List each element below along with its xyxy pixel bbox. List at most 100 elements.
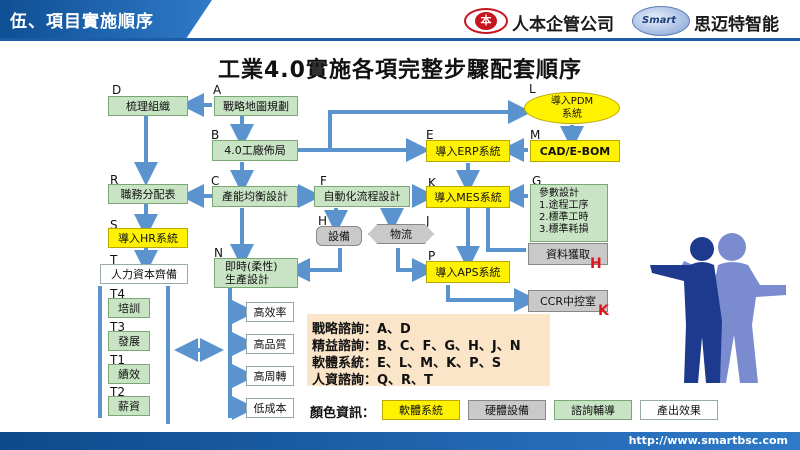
tag-b: B [211, 128, 220, 142]
footer-bar: http://www.smartbsc.com [0, 432, 800, 450]
node-strategy-map[interactable]: 戰略地圖規劃 [214, 96, 298, 116]
tag-k: K [428, 176, 436, 190]
node-pdm[interactable]: 導入PDM 系統 [524, 92, 620, 124]
color-key-hardware-label: 硬體設備 [485, 403, 529, 417]
color-key-output: 產出效果 [640, 400, 718, 420]
smart-logo: Smart [632, 6, 690, 36]
tag-a: A [213, 83, 222, 97]
legend-panel [307, 314, 550, 386]
node-equipment[interactable]: 設備 [316, 226, 362, 246]
node-training[interactable]: 培訓 [108, 298, 150, 318]
node-performance[interactable]: 績效 [108, 364, 150, 384]
node-ccr-control[interactable]: CCR中控室 [528, 290, 608, 312]
node-salary[interactable]: 薪資 [108, 396, 150, 416]
color-key-consulting: 諮詢輔導 [554, 400, 632, 420]
node-capacity-balance-label: 產能均衡設計 [222, 190, 288, 203]
tag-h: H [318, 214, 328, 228]
node-factory-layout-label: 4.0工廠佈局 [224, 144, 286, 157]
node-cad-ebom[interactable]: CAD/E-BOM [530, 140, 620, 162]
color-key-consulting-label: 諮詢輔導 [571, 403, 615, 417]
outcome-low-cost-label: 低成本 [253, 401, 287, 415]
node-erp[interactable]: 導入ERP系統 [426, 140, 510, 162]
tag-t4: T4 [110, 287, 125, 301]
tag-n: N [214, 246, 223, 260]
tag-ccr-k: K [598, 303, 609, 319]
tag-t3: T3 [110, 320, 125, 334]
tag-s: S [110, 218, 118, 232]
node-salary-label: 薪資 [118, 399, 140, 413]
node-human-capital-label: 人力資本齊備 [111, 267, 177, 281]
node-automation-flow[interactable]: 自動化流程設計 [314, 186, 410, 207]
node-logistics[interactable]: 物流 [368, 224, 434, 244]
outcome-turnover-label: 高周轉 [253, 369, 287, 383]
outcome-quality[interactable]: 高品質 [246, 334, 294, 354]
node-hr-system-label: 導入HR系統 [118, 231, 178, 245]
header-bar [0, 0, 212, 38]
node-equipment-label: 設備 [328, 229, 350, 243]
tag-l: L [529, 82, 536, 96]
tag-r: R [110, 173, 119, 187]
legend-lean: 精益諮詢：B、C、F、G、H、J、N [312, 339, 521, 354]
legend-software: 軟體系統：E、L、M、K、P、S [312, 356, 502, 371]
node-organize-label: 梳理組織 [126, 99, 170, 113]
tag-p: P [428, 249, 436, 263]
node-hr-system[interactable]: 導入HR系統 [108, 228, 188, 248]
node-flexible-production-label: 即時(柔性) 生產設計 [225, 260, 278, 286]
color-key-hardware: 硬體設備 [468, 400, 546, 420]
node-mes[interactable]: 導入MES系統 [426, 186, 510, 208]
color-key-software: 軟體系統 [382, 400, 460, 420]
arrow-h-n [286, 248, 342, 282]
node-job-allocation[interactable]: 職務分配表 [108, 184, 188, 204]
tag-e: E [426, 128, 434, 142]
node-aps-label: 導入APS系統 [435, 265, 501, 279]
color-key-software-label: 軟體系統 [399, 403, 443, 417]
node-flexible-production[interactable]: 即時(柔性) 生產設計 [214, 258, 298, 288]
node-pdm-label: 導入PDM 系統 [550, 96, 594, 120]
legend-hr: 人資諮詢：Q、R、T [312, 373, 433, 388]
node-erp-label: 導入ERP系統 [435, 144, 501, 158]
node-aps[interactable]: 導入APS系統 [426, 261, 510, 283]
outcome-low-cost[interactable]: 低成本 [246, 398, 294, 418]
tag-c: C [211, 174, 220, 188]
node-job-allocation-label: 職務分配表 [120, 187, 176, 201]
node-performance-label: 績效 [118, 367, 140, 381]
node-parameter-design-label: 參數設計 1.途程工序 2.標準工時 3.標準耗損 [539, 188, 589, 235]
node-data-acquisition[interactable]: 資料獲取 [528, 243, 608, 265]
node-ccr-control-label: CCR中控室 [539, 294, 596, 308]
renben-company-name: 人本企管公司 [512, 15, 614, 35]
node-cad-ebom-label: CAD/E-BOM [539, 144, 611, 158]
node-logistics-label: 物流 [390, 227, 412, 241]
diagram-title: 工業4.0實施各項完整步驟配套順序 [218, 58, 582, 83]
node-development[interactable]: 發展 [108, 331, 150, 351]
website-link[interactable]: http://www.smartbsc.com [628, 434, 788, 447]
arrow-p-ccr [446, 285, 538, 312]
node-development-label: 發展 [118, 334, 140, 348]
color-key-label: 顏色資訊： [310, 406, 376, 421]
tag-t: T [110, 253, 118, 267]
tag-d: D [112, 83, 122, 97]
node-factory-layout[interactable]: 4.0工廠佈局 [212, 140, 298, 161]
tag-m: M [530, 128, 541, 142]
node-human-capital[interactable]: 人力資本齊備 [100, 264, 188, 284]
node-mes-label: 導入MES系統 [434, 190, 502, 204]
renben-logo-mark: 本 [475, 12, 497, 30]
arrow-k-data [486, 208, 526, 252]
node-organize[interactable]: 梳理組織 [108, 96, 188, 116]
presenter-silhouette [650, 233, 786, 383]
node-parameter-design[interactable]: 參數設計 1.途程工序 2.標準工時 3.標準耗損 [530, 184, 608, 242]
node-capacity-balance[interactable]: 產能均衡設計 [212, 186, 298, 207]
outcome-efficiency-label: 高效率 [253, 305, 287, 319]
tag-data-h: H [590, 256, 602, 272]
outcome-turnover[interactable]: 高周轉 [246, 366, 294, 386]
smart-logo-mark: Smart [642, 15, 677, 26]
arrow-j-p [396, 248, 436, 282]
tag-g: G [532, 174, 542, 188]
tag-t1: T1 [110, 353, 125, 367]
node-training-label: 培訓 [118, 301, 140, 315]
tag-j: J [426, 214, 430, 228]
node-data-acquisition-label: 資料獲取 [546, 247, 590, 261]
section-title: 伍、項目實施順序 [10, 12, 154, 32]
tag-f: F [320, 174, 327, 188]
outcome-efficiency[interactable]: 高效率 [246, 302, 294, 322]
